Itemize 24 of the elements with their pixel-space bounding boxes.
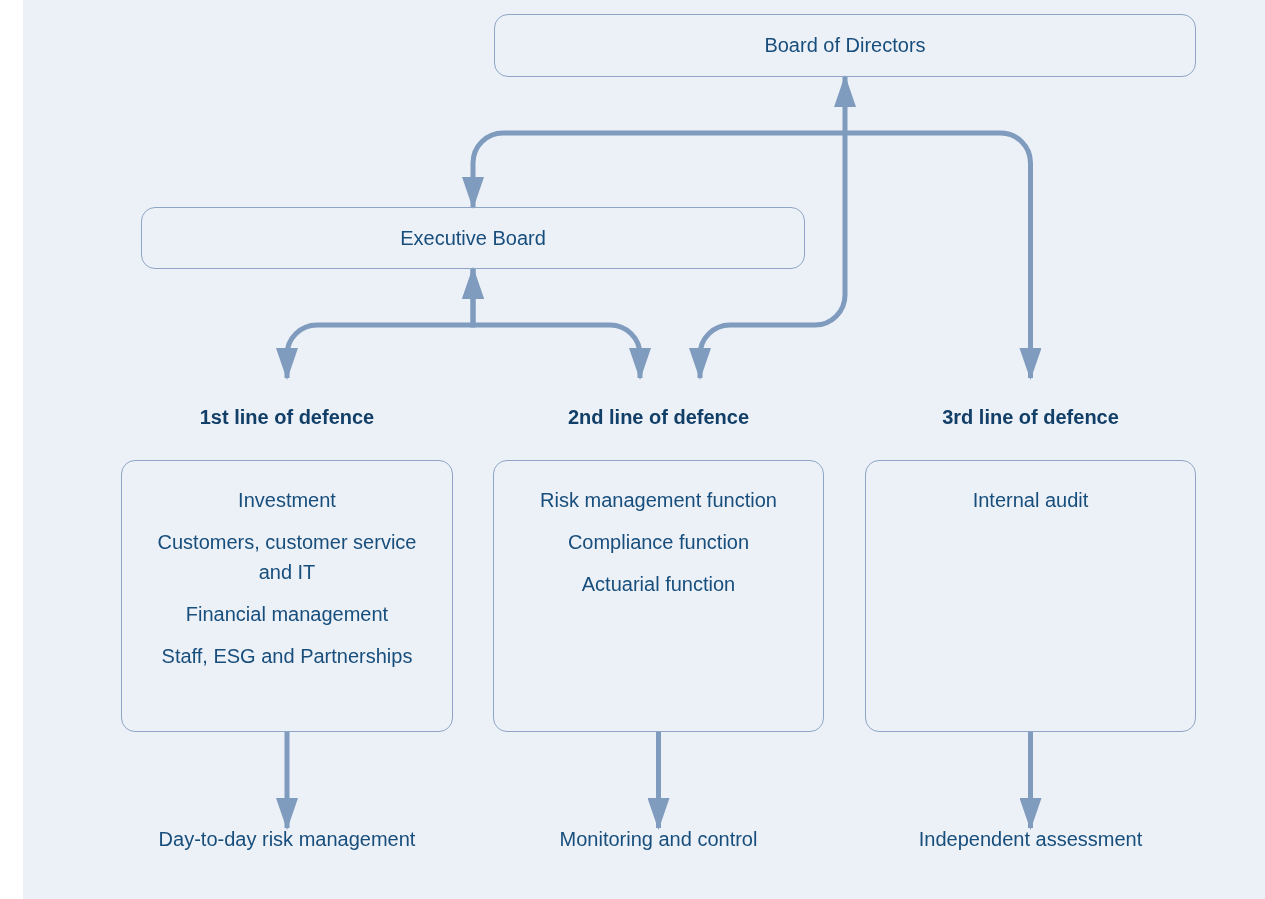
arrow	[462, 130, 1042, 380]
function-label: Customers, customer service and IT	[156, 530, 418, 585]
outcome-label: Independent assessment	[865, 828, 1196, 860]
outcome-label: Monitoring and control	[493, 828, 824, 860]
function-label: Actuarial function	[580, 572, 737, 597]
function-label: Financial management	[184, 602, 390, 627]
function-label: Staff, ESG and Partnerships	[160, 644, 414, 669]
section-heading: 2nd line of defence	[566, 406, 751, 429]
section-heading: 1st line of defence	[198, 406, 376, 429]
org-box	[141, 207, 805, 269]
arrow	[276, 732, 298, 830]
function-label: Internal audit	[971, 488, 1090, 513]
function-label: Risk management function	[539, 488, 778, 513]
arrow	[647, 732, 670, 830]
arrow	[462, 267, 651, 380]
section-heading: 3rd line of defence	[941, 406, 1120, 429]
function-label: Compliance function	[566, 530, 751, 555]
org-box	[494, 14, 1196, 77]
box-label: Executive Board	[400, 226, 546, 250]
arrow	[1019, 732, 1042, 830]
arrow	[689, 75, 856, 380]
outcome-label: Day-to-day risk management	[121, 828, 453, 860]
box-label: Board of Directors	[764, 34, 926, 57]
function-label: Investment	[237, 488, 337, 513]
